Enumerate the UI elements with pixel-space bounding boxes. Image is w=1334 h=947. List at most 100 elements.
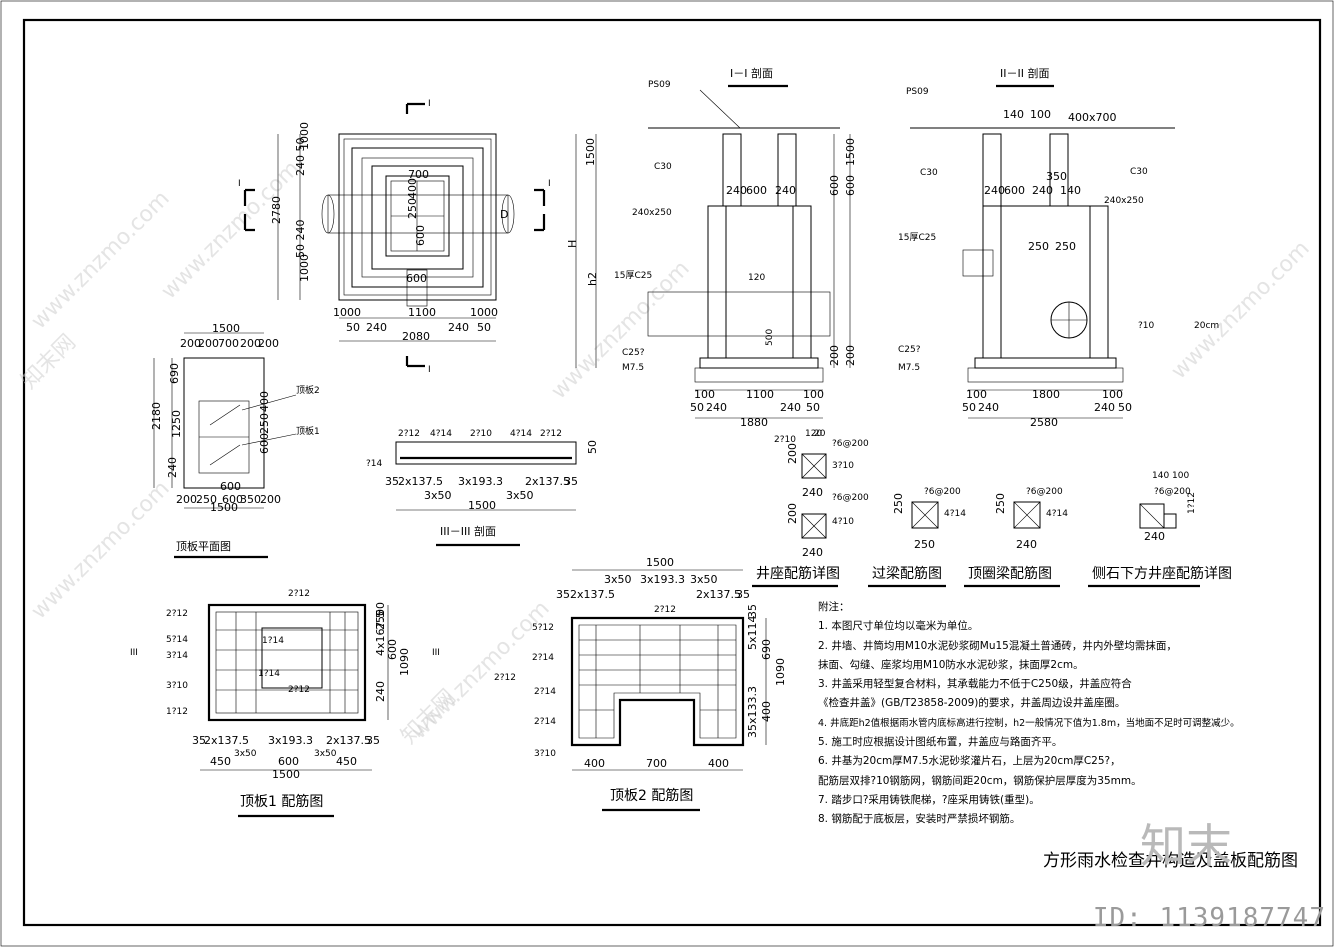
dim-text: 690	[168, 363, 181, 384]
section-label: I	[428, 365, 431, 375]
dim-text: 2x137.5	[570, 588, 615, 601]
dim-text: 2x137.5	[525, 475, 570, 488]
rebar-label: 2?12	[654, 605, 676, 615]
rebar-label: 4?14	[944, 509, 966, 519]
rebar-label: ?6@200	[832, 439, 869, 449]
notes-heading: 附注：	[818, 601, 850, 613]
dim-text: 3x50	[690, 573, 718, 586]
dim-text: 2x137.5	[326, 734, 371, 747]
dim-text: 400	[708, 757, 729, 770]
section-title: I－I 剖面	[730, 66, 773, 80]
rebar-label: ?6@200	[832, 493, 869, 503]
dim-text: 50	[690, 401, 704, 414]
dim-text: 400	[760, 701, 773, 722]
dim-text: 600	[746, 184, 767, 197]
watermark-text: 知末网	[17, 330, 81, 394]
dim-text: 200	[240, 337, 261, 350]
dim-text: 240 50	[294, 138, 307, 177]
dim-text: 600	[1004, 184, 1025, 197]
dim-text: 3x50	[424, 489, 452, 502]
dim-text: 240	[1016, 538, 1037, 551]
note-line: 6. 井基为20cm厚M7.5水泥砂浆灌片石，上层为20cm厚C25?，	[818, 755, 1121, 768]
note-line: 4. 井底距h2值根据雨水管内底标高进行控制，h2一般情况下值为1.8m，当地面…	[818, 717, 1240, 729]
dim-text: 1090	[398, 648, 411, 676]
dim-text: 200	[786, 503, 799, 524]
dim-text: 3x50	[506, 489, 534, 502]
note-line: 配筋层双排?10钢筋网，钢筋间距20cm，钢筋保护层厚度为35mm。	[818, 774, 1142, 787]
view-title: 过梁配筋图	[872, 565, 942, 582]
rebar-label: 2?10	[774, 435, 796, 445]
dim-text: 3x193.3	[268, 734, 313, 747]
dim-text: 3x50	[314, 749, 337, 759]
rebar-label: 2?12	[398, 429, 420, 439]
dim-text: 600	[406, 272, 427, 285]
dim-text: 600	[844, 175, 857, 196]
dim-text: 1000	[298, 122, 311, 150]
dim-text: 1250	[170, 410, 183, 438]
dim-text: 240	[978, 401, 999, 414]
section-2-view: II－II 剖面 PS09 140 100 400x700 C30 C30 24…	[844, 66, 1219, 429]
cover-label: PS09	[648, 80, 671, 90]
watermark-text: www.znzmo.com	[157, 156, 305, 304]
dim-text: 35	[556, 588, 570, 601]
mortar-label: M7.5	[622, 363, 644, 373]
mortar-label: M7.5	[898, 363, 920, 373]
dim-text: 5x114	[746, 615, 759, 650]
dim-text: 50 240	[294, 220, 307, 259]
section-label: I	[238, 179, 241, 189]
cover-label: PS09	[906, 87, 929, 97]
view-title: 侧石下方井座配筋详图	[1092, 565, 1232, 582]
dim-text: 240	[1094, 401, 1115, 414]
height-label: H	[566, 240, 579, 248]
dim-text: 1100	[746, 388, 774, 401]
dim-text: 240	[448, 321, 469, 334]
dim-text: 240	[1032, 184, 1053, 197]
dim-text: 2780	[270, 196, 283, 224]
dim-text: 700	[218, 337, 239, 350]
note-line: 1. 本图尺寸单位均以毫米为单位。	[818, 620, 979, 633]
dim-text: 140	[1152, 471, 1169, 481]
image-id: ID: 1139187747	[1092, 903, 1326, 933]
note-line: 7. 踏步口?采用铸铁爬梯，?座采用铸铁(重型)。	[818, 793, 1040, 806]
rebar-label: 2?12	[288, 589, 310, 599]
dim-text: 35	[366, 734, 380, 747]
dim-text: 200	[828, 345, 841, 366]
sheet-title: 方形雨水检查井构造及盖板配筋图	[1043, 851, 1298, 871]
note-line: 《检查井盖》(GB/T23858-2009)的要求，井盖周边设井盖座圈。	[818, 697, 1126, 710]
dim-text: 50	[806, 401, 820, 414]
dim-text: 140	[1003, 108, 1024, 121]
rebar-label: 2?14	[532, 653, 554, 663]
dim-text: 100	[803, 388, 824, 401]
dim-text: 1800	[1032, 388, 1060, 401]
dim-text: 240	[984, 184, 1005, 197]
dim-text: 120	[805, 429, 822, 439]
drawing-frame	[22, 18, 1322, 927]
dim-text: 600	[222, 493, 243, 506]
rebar-label: 15厚C25	[614, 270, 652, 281]
rebar-label: 4?14	[510, 429, 532, 439]
general-notes: 附注： 1. 本图尺寸单位均以毫米为单位。 2. 井墙、井筒均用M10水泥砂浆砌…	[818, 598, 1240, 830]
dim-text: 1500	[844, 138, 857, 166]
dim-text: 4x167.5	[374, 611, 387, 656]
dim-text: 350	[1046, 170, 1067, 183]
dim-text: 1500	[210, 501, 238, 514]
plan-view: I I I I D 700 250 400 600 600 2780 1000 …	[238, 99, 551, 375]
tag-label: 顶板1	[296, 425, 320, 437]
rebar-label: 1?14	[258, 669, 280, 679]
dim-text: 240	[1144, 530, 1165, 543]
dim-text: 240	[775, 184, 796, 197]
view-title: 顶圈梁配筋图	[968, 565, 1052, 582]
dim-text: 250	[374, 609, 387, 630]
rebar-label: 5?12	[532, 623, 554, 633]
dim-text: 250	[258, 413, 271, 434]
dim-text: 100	[694, 388, 715, 401]
dim-text: 50	[586, 440, 599, 454]
opening-label: 400x700	[1068, 111, 1117, 124]
dim-text: 250	[914, 538, 935, 551]
dim-text: 2x137.5	[204, 734, 249, 747]
dim-text: 400	[258, 391, 271, 412]
rebar-label: 4?10	[832, 517, 854, 527]
dim-text: 600	[258, 433, 271, 454]
dim-text: 200	[180, 337, 201, 350]
dim-text: 1500	[272, 768, 300, 781]
